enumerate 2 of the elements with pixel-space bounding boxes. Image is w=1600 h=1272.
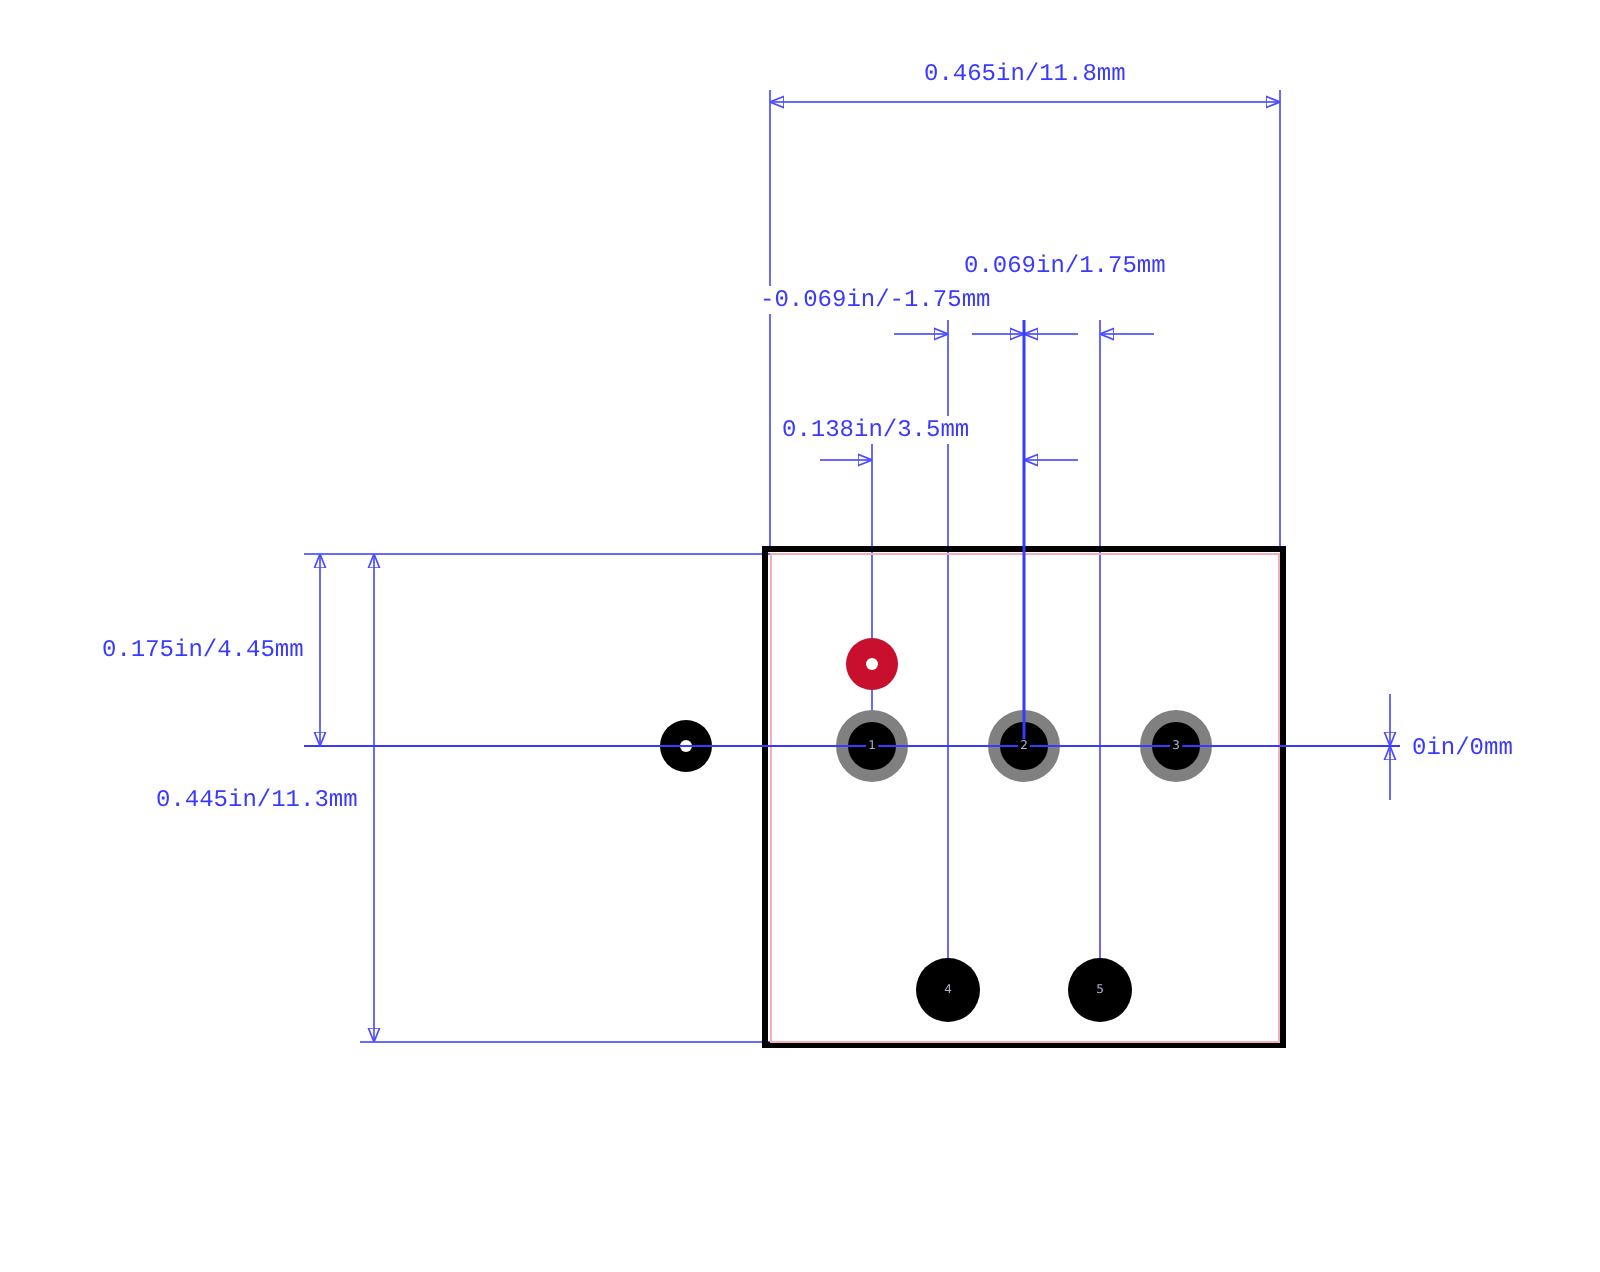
dimension-label: 0.138in/3.5mm xyxy=(782,416,970,444)
dimension-label: -0.069in/-1.75mm xyxy=(760,286,991,314)
